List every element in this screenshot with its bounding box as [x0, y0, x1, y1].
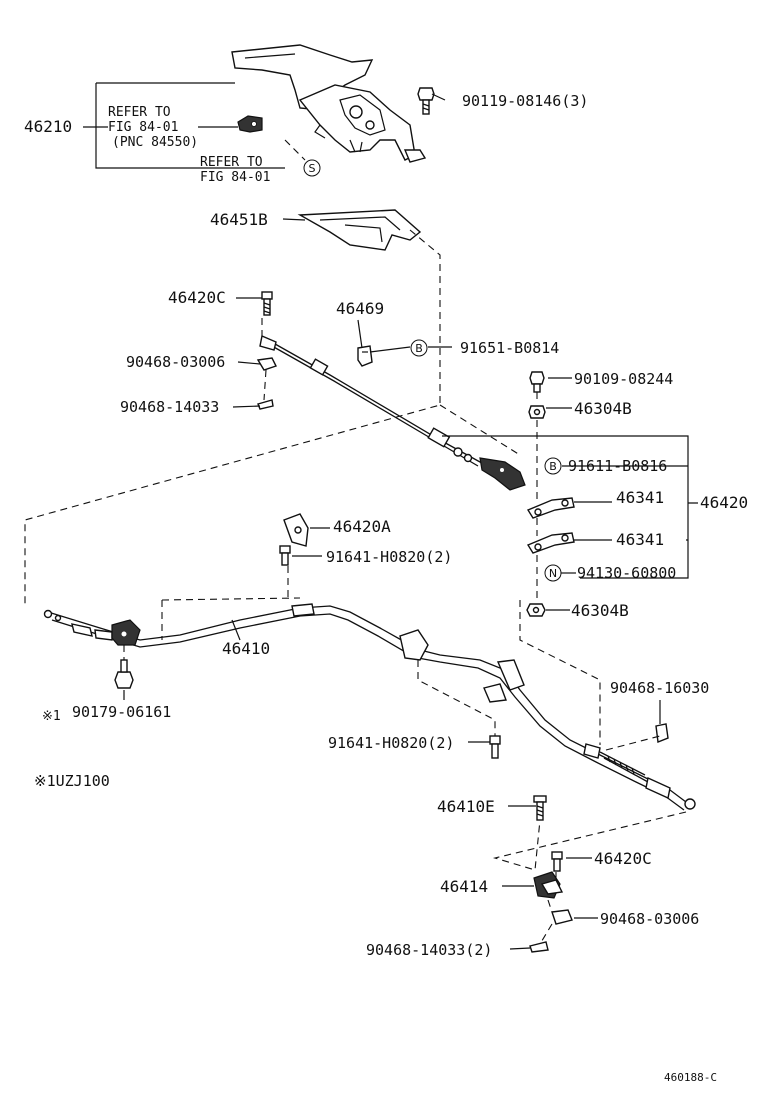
- clip-90468-16030: [655, 723, 669, 743]
- label-90468-16030: 90468-16030: [610, 679, 709, 697]
- label-46420a: 46420A: [333, 517, 391, 536]
- svg-text:S: S: [309, 162, 316, 175]
- label-94130: 94130-60800: [577, 564, 676, 582]
- svg-text:N: N: [549, 567, 557, 580]
- label-91651: 91651-B0814: [460, 339, 559, 357]
- bolt-46410e: [533, 795, 547, 821]
- label-46469: 46469: [336, 299, 384, 318]
- label-refer1-line2: FIG 84-01: [108, 120, 178, 135]
- label-46304b-bottom: 46304B: [571, 601, 629, 620]
- assembly-dash-lines: [24, 139, 687, 945]
- clip-90468-03006-top: [256, 357, 277, 371]
- label-note-uzj100: ※1UZJ100: [34, 772, 110, 790]
- bolt-90119: [417, 87, 435, 115]
- front-cable-46420: [259, 335, 526, 491]
- label-46410e: 46410E: [437, 797, 495, 816]
- label-note-mark: ※1: [42, 709, 61, 724]
- bracket-46414: [533, 871, 564, 899]
- group-bracket-46420: [442, 435, 698, 579]
- label-46451b: 46451B: [210, 210, 268, 229]
- clip-90468-03006-bottom: [551, 909, 573, 925]
- label-90468-14033-top: 90468-14033: [120, 398, 219, 416]
- washer-46304b-top: [528, 405, 546, 419]
- label-90468-03006-bottom: 90468-03006: [600, 910, 699, 928]
- label-90119: 90119-08146(3): [462, 92, 588, 110]
- label-90179: 90179-06161: [72, 703, 171, 721]
- label-46420c-top: 46420C: [168, 288, 226, 307]
- callout-b-lower: B: [544, 457, 562, 475]
- bolt-91641-top: [279, 545, 291, 566]
- label-91611: 91611-B0816: [568, 457, 667, 475]
- label-46210: 46210: [24, 117, 72, 136]
- parking-brake-lever: [231, 44, 427, 163]
- callout-n: N: [544, 564, 562, 582]
- rear-cable-46410: [43, 603, 696, 811]
- equalizer-46341-a: [526, 497, 575, 519]
- callout-s: S: [303, 159, 321, 177]
- label-91641-bottom: 91641-H0820(2): [328, 734, 454, 752]
- refer-box: [95, 82, 285, 169]
- bolt-90179: [114, 659, 134, 689]
- bracket-46451b: [297, 209, 422, 251]
- bolt-46420c-bottom: [551, 851, 563, 872]
- label-46414: 46414: [440, 877, 488, 896]
- svg-text:B: B: [549, 460, 557, 473]
- clip-90468-14033-top: [257, 399, 274, 410]
- label-46420: 46420: [700, 493, 748, 512]
- label-refer2-line1: REFER TO: [200, 155, 263, 170]
- label-46304b-top: 46304B: [574, 399, 632, 418]
- label-46420c-bottom: 46420C: [594, 849, 652, 868]
- clip-part-84550: [237, 115, 263, 133]
- washer-46304b-bottom: [526, 603, 546, 617]
- equalizer-46341-b: [526, 532, 575, 554]
- label-90468-03006-top: 90468-03006: [126, 353, 225, 371]
- clip-90468-14033-bottom: [529, 941, 549, 953]
- label-90109: 90109-08244: [574, 370, 673, 388]
- callout-b-upper: B: [410, 339, 428, 357]
- clip-46469: [357, 345, 373, 367]
- bolt-46420c-top: [261, 291, 273, 316]
- bracket-46420a: [283, 513, 309, 547]
- leader-lines: [123, 93, 686, 950]
- label-refer1-line3: (PNC 84550): [112, 135, 198, 150]
- nut-90109: [529, 371, 545, 393]
- label-46341-a: 46341: [616, 488, 664, 507]
- label-46410: 46410: [222, 639, 270, 658]
- figure-code: 460188-C: [664, 1071, 717, 1084]
- label-90468-14033-bottom: 90468-14033(2): [366, 941, 492, 959]
- label-46341-b: 46341: [616, 530, 664, 549]
- label-refer1-line1: REFER TO: [108, 105, 171, 120]
- svg-text:B: B: [415, 342, 423, 355]
- bolt-91641-bottom: [483, 683, 507, 759]
- label-91641-top: 91641-H0820(2): [326, 548, 452, 566]
- label-refer2-line2: FIG 84-01: [200, 170, 270, 185]
